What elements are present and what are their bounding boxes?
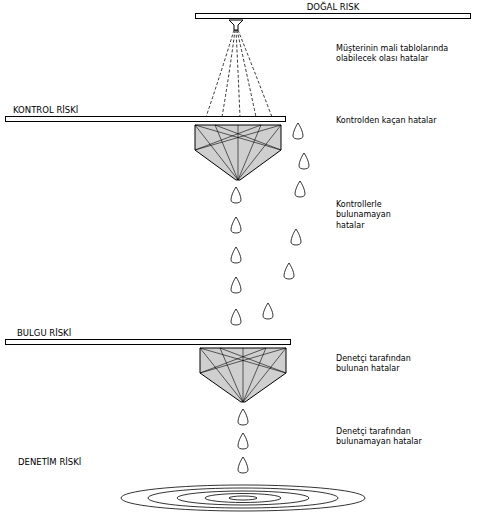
droplet	[231, 217, 241, 233]
risk-heading: DENETİM RİSKİ	[18, 457, 138, 468]
risk-bar	[5, 116, 286, 122]
risk-band: BULGU RİSKİ	[5, 329, 291, 345]
note-text: Denetçi tarafından bulunamayan hatalar	[336, 427, 446, 448]
audit-filter	[200, 348, 286, 402]
droplet	[295, 181, 305, 197]
droplet	[299, 153, 309, 169]
droplet	[231, 309, 241, 325]
risk-heading: BULGU RİSKİ	[5, 329, 291, 339]
risk-bar	[195, 13, 471, 19]
droplet	[284, 263, 294, 279]
spray-lines	[206, 30, 272, 117]
note-text: Denetçi tarafından bulunan hatalar	[336, 354, 436, 375]
droplet	[238, 433, 248, 449]
droplet	[238, 457, 248, 473]
droplet	[231, 187, 241, 203]
droplet	[291, 229, 301, 245]
nozzle	[229, 20, 243, 30]
risk-heading: KONTROL RİSKİ	[5, 106, 286, 116]
risk-band: DOĞAL RISK	[195, 3, 471, 19]
note-text: Kontrolden kaçan hatalar	[336, 116, 486, 126]
risk-heading: DOĞAL RISK	[195, 3, 471, 13]
droplet	[263, 303, 273, 319]
ripple	[121, 485, 365, 511]
control-filter	[195, 125, 281, 180]
droplet	[231, 277, 241, 293]
risk-band: KONTROL RİSKİ	[5, 106, 286, 122]
note-text: Kontrollerle bulunamayan hatalar	[336, 200, 416, 231]
droplet	[231, 247, 241, 263]
risk-bar	[5, 339, 291, 345]
droplet	[238, 409, 248, 425]
droplet	[293, 123, 303, 139]
note-text: Müşterinin mali tablolarında olabilecek …	[336, 44, 488, 65]
